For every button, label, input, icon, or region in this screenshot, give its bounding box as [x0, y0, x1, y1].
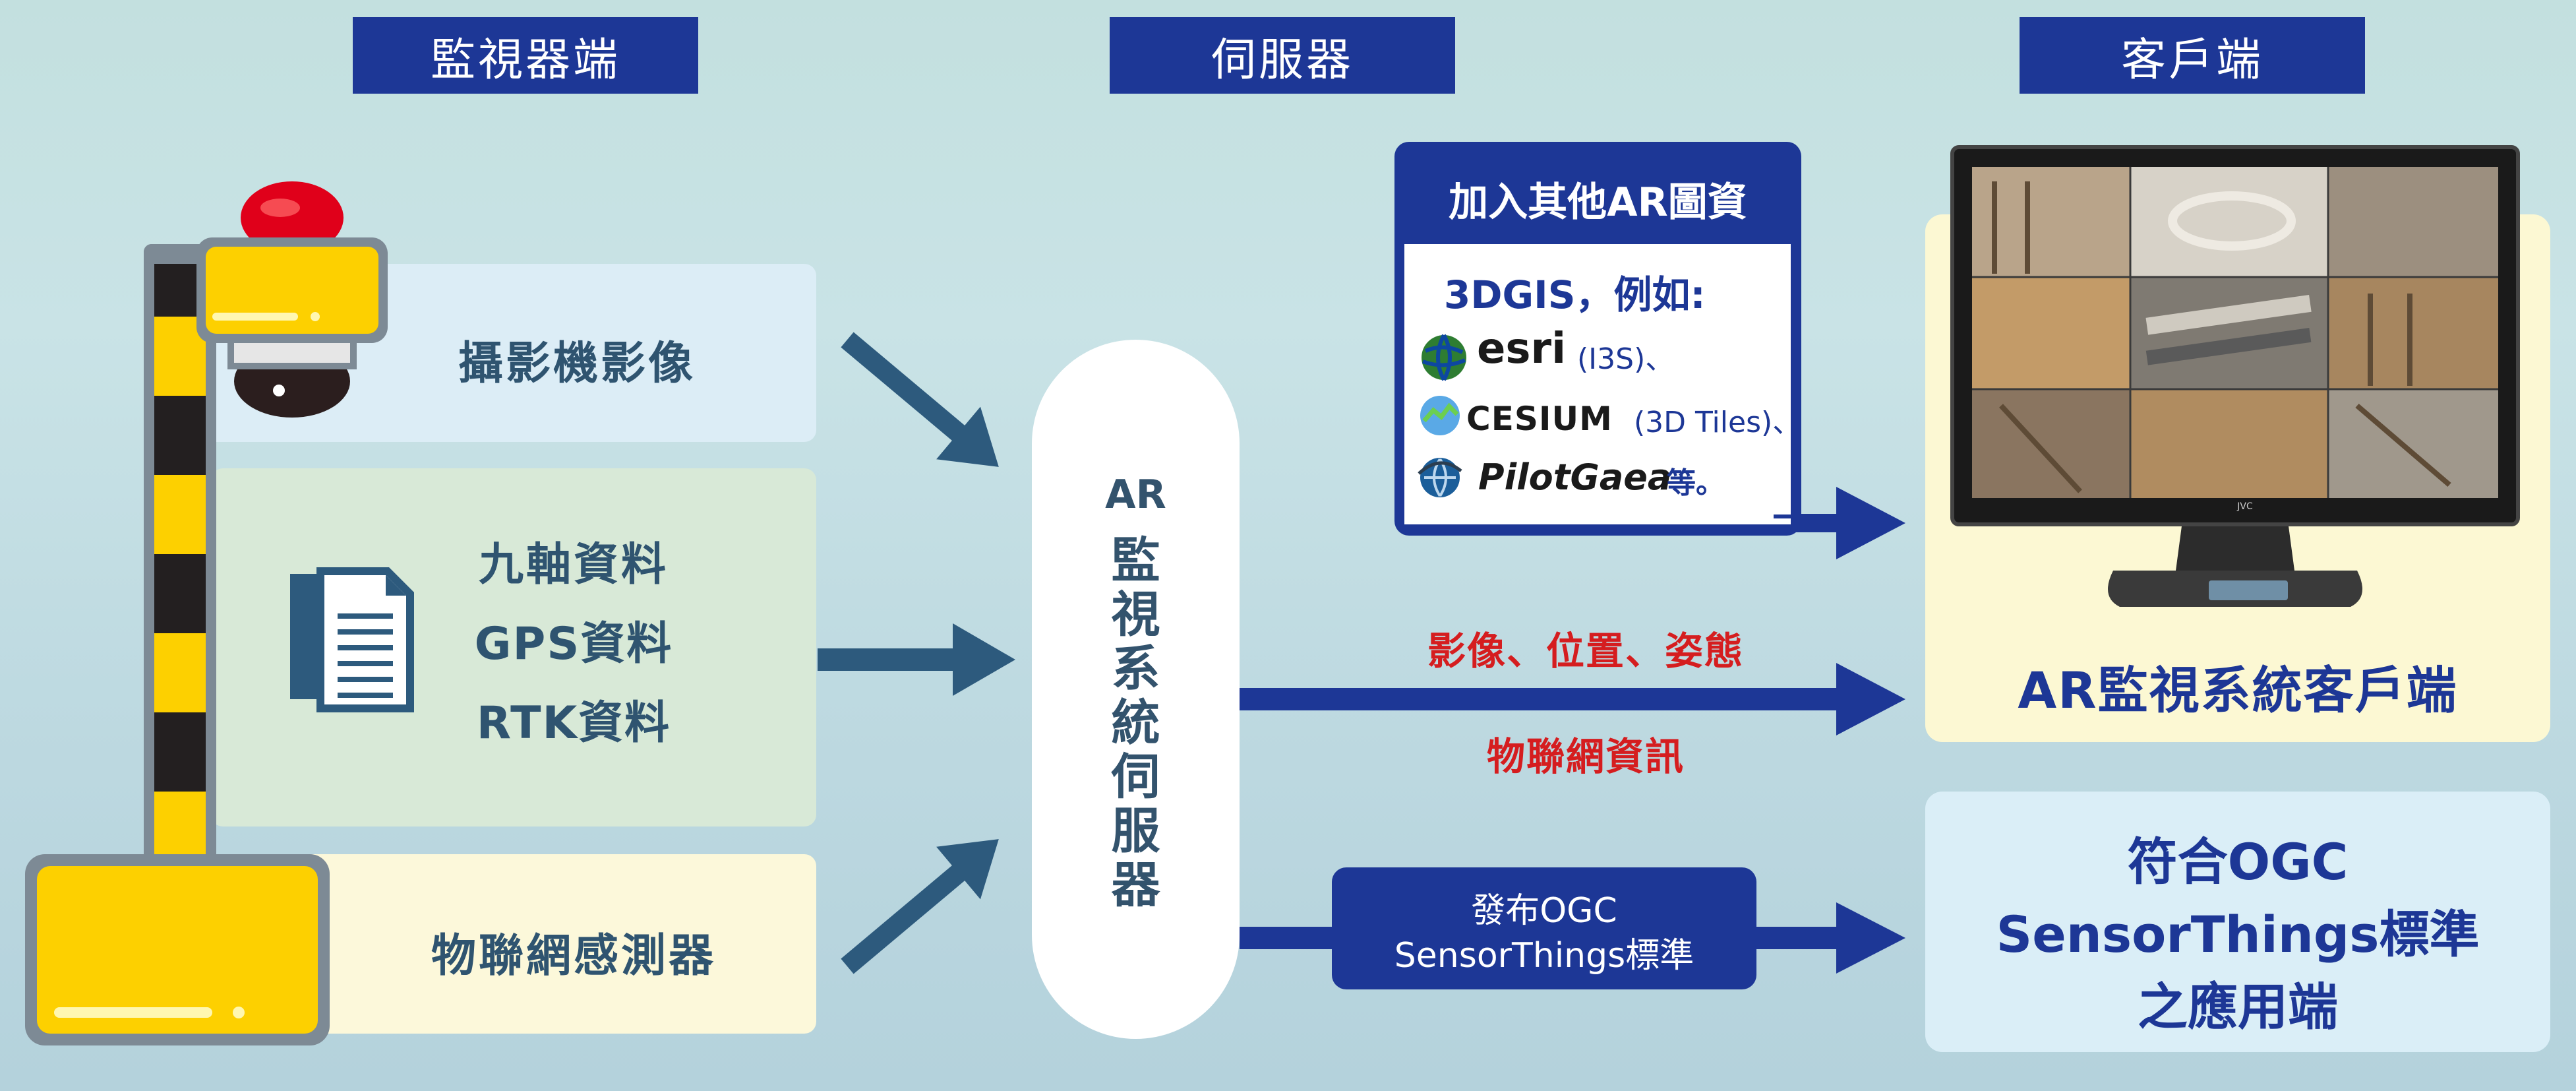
ar-data-title: 加入其他AR圖資	[1449, 179, 1747, 226]
ar-data-3dgis: 3DGIS，例如:	[1444, 272, 1706, 317]
header-monitor: 監視器端	[353, 17, 698, 94]
server-char-7: 器	[1111, 857, 1160, 914]
esri-logo-text: esri	[1477, 325, 1566, 373]
label-camera-video: 攝影機影像	[458, 338, 696, 390]
ar-data-box-inner	[1404, 244, 1791, 524]
esri-format: (I3S)、	[1577, 342, 1675, 376]
server-char-1: 監	[1111, 532, 1160, 589]
label-rtk: RTK資料	[476, 697, 671, 749]
label-gps: GPS資料	[474, 618, 673, 670]
ogc-client-line2: SensorThings標準	[1996, 905, 2480, 964]
pilotgaea-globe-icon	[1418, 458, 1462, 497]
server-char-5: 伺	[1111, 749, 1160, 805]
publish-ogc-box	[1332, 867, 1756, 989]
header-server: 伺服器	[1110, 17, 1455, 94]
server-label-ar: AR	[1105, 472, 1166, 518]
server-char-6: 服	[1111, 803, 1160, 859]
ar-client-label: AR監視系統客戶端	[2018, 661, 2458, 720]
flow-label-video-pose: 影像、位置、姿態	[1427, 629, 1744, 673]
ogc-client-panel	[1925, 792, 2550, 1052]
publish-ogc-line1: 發布OGC	[1471, 891, 1617, 931]
ogc-client-line1: 符合OGC	[2127, 832, 2349, 891]
monitor-illustration	[1950, 145, 2520, 607]
monitor-pole-illustration	[25, 181, 388, 1045]
ogc-client-line3: 之應用端	[2138, 978, 2338, 1036]
camera-grid	[1972, 167, 2498, 498]
cesium-format: (3D Tiles)、	[1634, 406, 1802, 439]
label-iot-sensor: 物聯網感測器	[431, 930, 716, 982]
label-nine-axis: 九軸資料	[478, 539, 669, 591]
esri-globe-icon	[1422, 334, 1466, 381]
header-client: 客戶端	[2020, 17, 2365, 94]
monitor-brand-logo: JVC	[2237, 501, 2253, 512]
server-char-4: 統	[1111, 695, 1160, 751]
pilotgaea-suffix: 等。	[1667, 466, 1725, 500]
cesium-logo-text: CESIUM	[1466, 400, 1613, 438]
cesium-icon	[1420, 396, 1460, 435]
input-arrows	[818, 332, 1015, 974]
publish-ogc-line2: SensorThings標準	[1394, 936, 1694, 976]
server-char-2: 視	[1111, 586, 1160, 643]
document-icon	[290, 567, 414, 712]
server-pill: AR 監 視 系 統 伺 服 器	[1032, 340, 1240, 1039]
flow-label-iot-info: 物聯網資訊	[1486, 734, 1685, 779]
server-char-3: 系	[1111, 640, 1160, 697]
pilotgaea-logo-text: PilotGaea	[1478, 456, 1672, 498]
